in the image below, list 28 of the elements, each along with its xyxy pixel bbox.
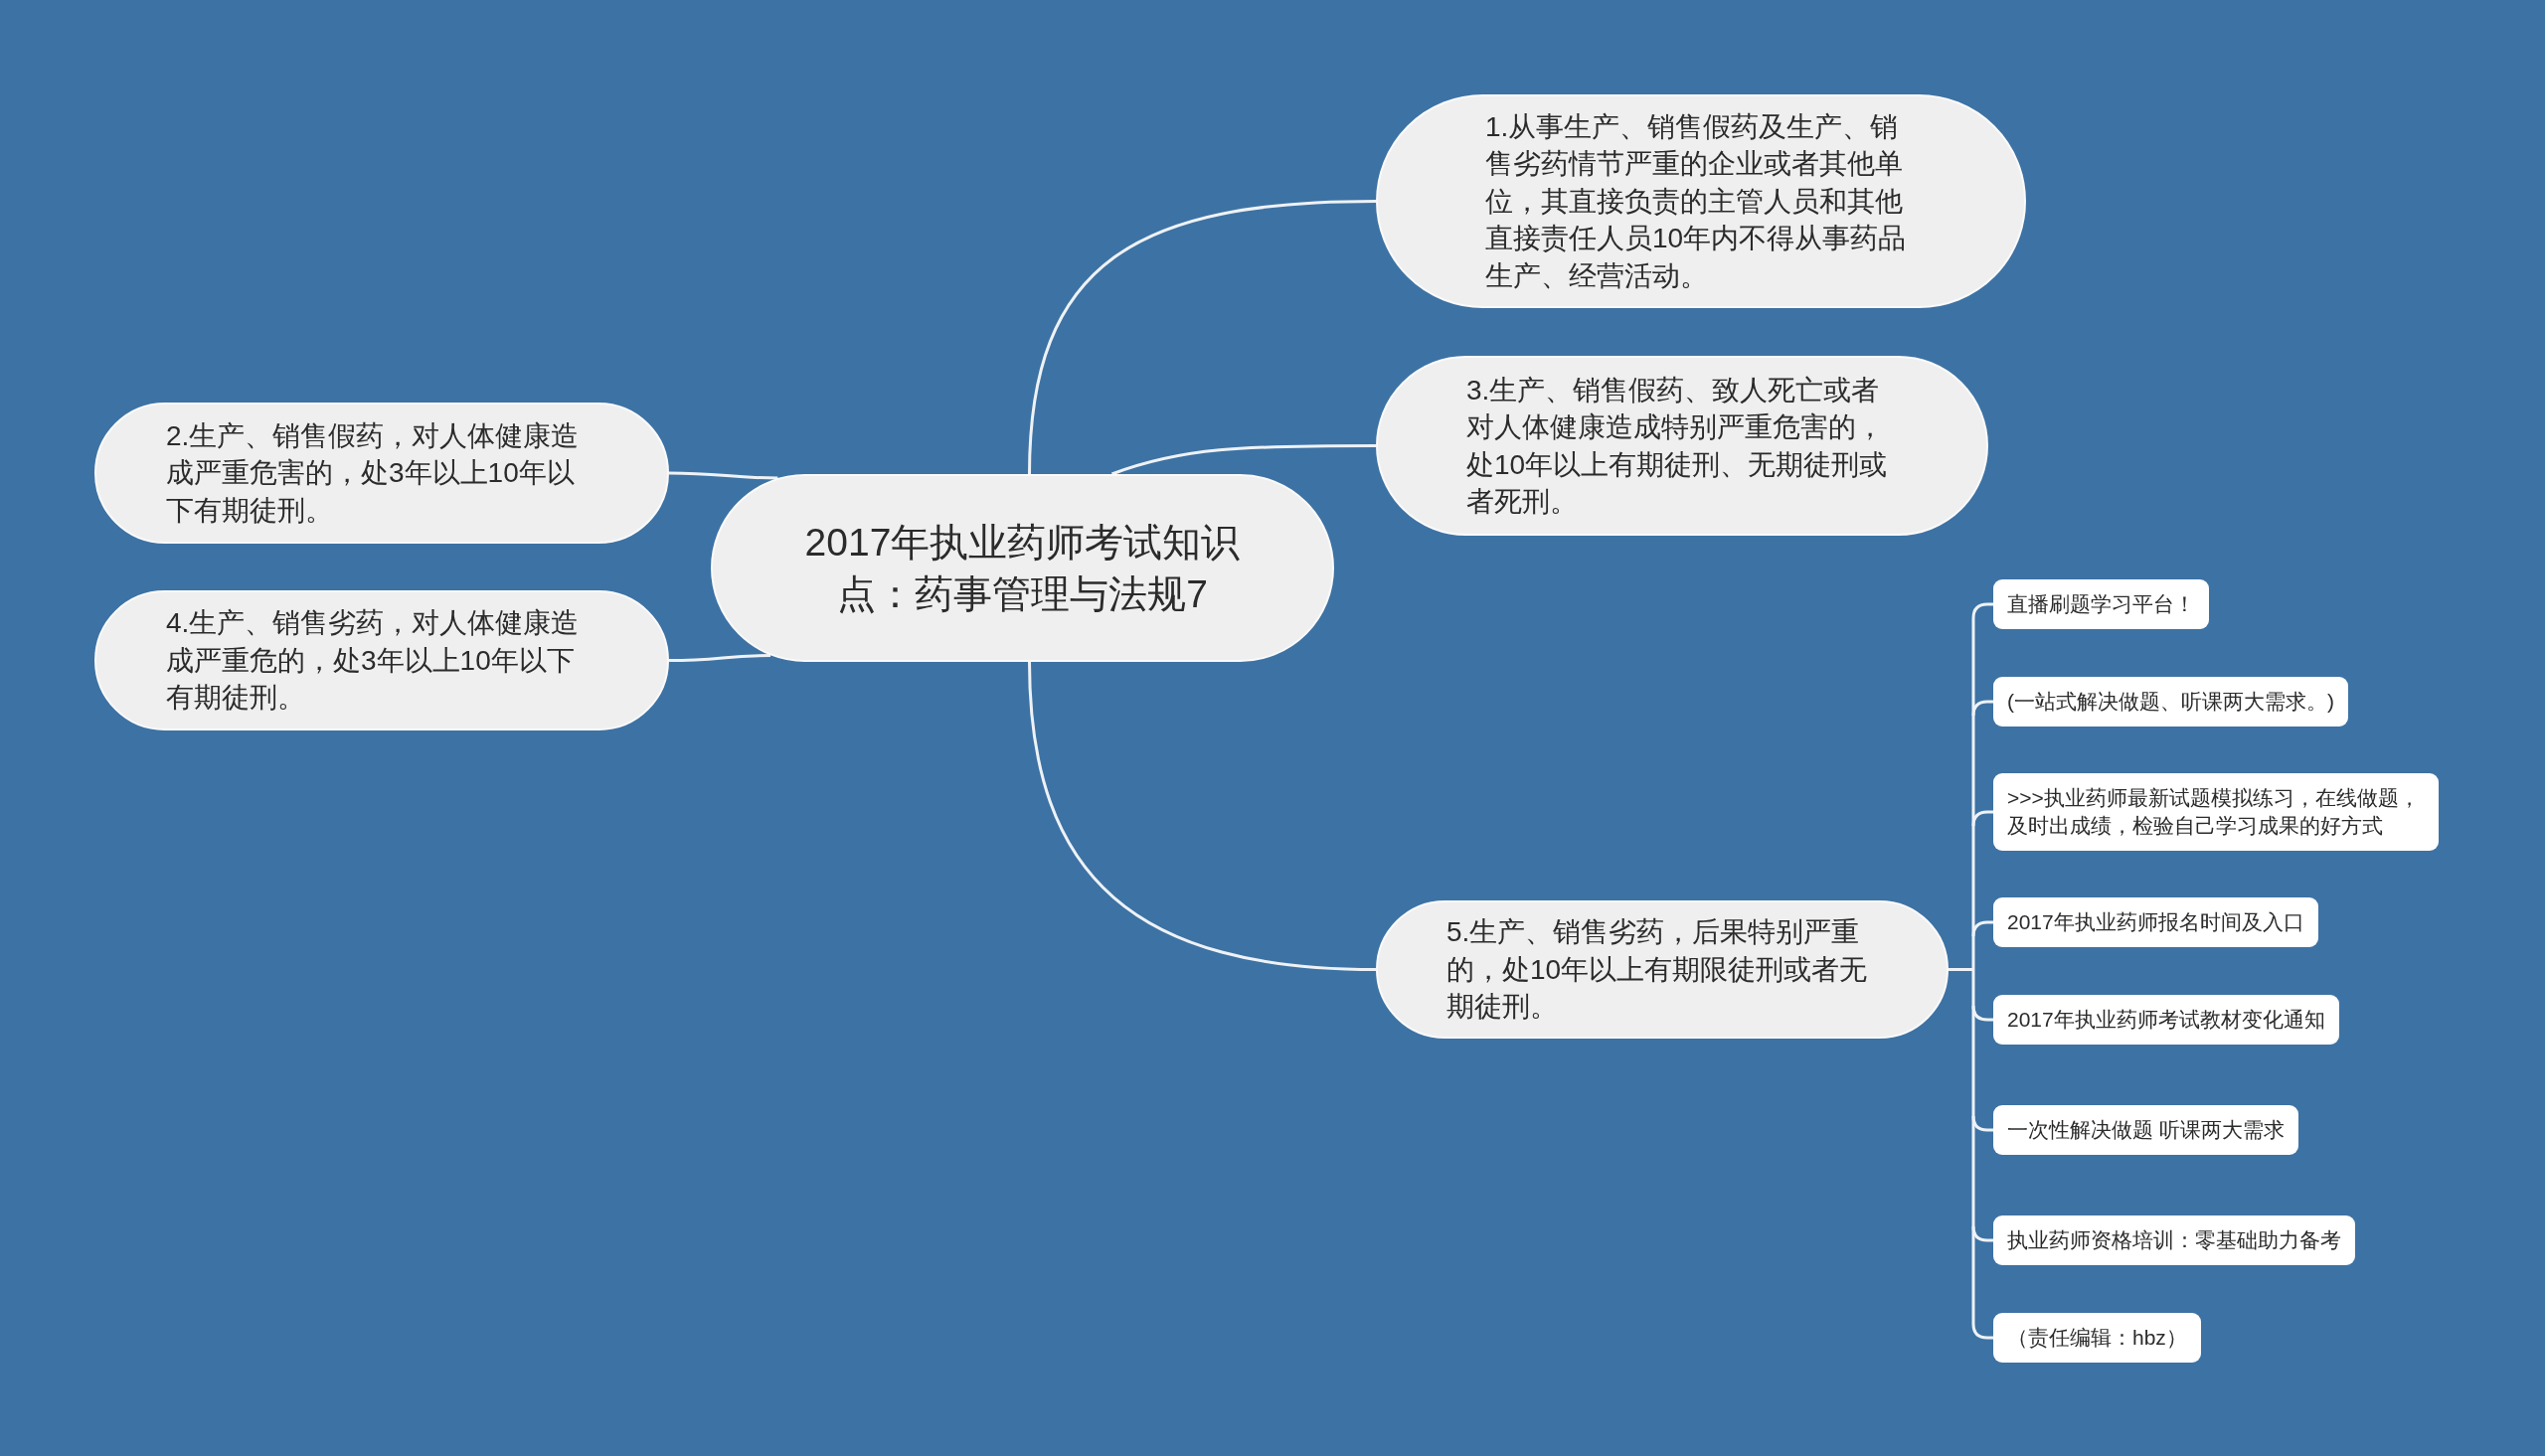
connector-line	[1971, 1323, 1993, 1340]
connector-line	[1971, 920, 1993, 937]
connector-line	[1028, 661, 1377, 971]
connector-line	[1028, 200, 1377, 475]
topic-pill: 2.生产、销售假药，对人体健康造成严重危害的，处3年以上10年以下有期徒刑。	[94, 403, 669, 544]
topic-pill: 1.从事生产、销售假药及生产、销售劣药情节严重的企业或者其他单位，其直接负责的主管人员和其他直接责任人员10年内不得从事药品生产、经营活动。	[1376, 94, 2026, 308]
connector-line	[1971, 810, 1993, 827]
note-box: 2017年执业药师考试教材变化通知	[1993, 995, 2339, 1045]
connector-line	[669, 654, 771, 662]
connector-line	[1947, 616, 1975, 1326]
note-box: (一站式解决做题、听课两大需求。)	[1993, 677, 2348, 727]
topic-pill: 5.生产、销售劣药，后果特别严重的，处10年以上有期限徒刑或者无期徒刑。	[1376, 900, 1949, 1039]
connector-line	[669, 471, 778, 480]
note-box: >>>执业药师最新试题模拟练习，在线做题，及时出成绩，检验自己学习成果的好方式	[1993, 773, 2439, 851]
topic-pill: 3.生产、销售假药、致人死亡或者对人体健康造成特别严重危害的，处10年以上有期徒刑、无期徒刑或者死刑。	[1376, 356, 1988, 536]
connector-line	[1971, 1225, 1993, 1242]
topic-pill: 4.生产、销售劣药，对人体健康造成严重危的，处3年以上10年以下有期徒刑。	[94, 590, 669, 730]
central-topic-pill: 2017年执业药师考试知识点：药事管理与法规7	[711, 474, 1334, 662]
connector-line	[1971, 602, 1993, 619]
note-box: 执业药师资格培训：零基础助力备考	[1993, 1215, 2355, 1265]
note-box: 2017年执业药师报名时间及入口	[1993, 897, 2318, 947]
connector-line	[1971, 700, 1993, 717]
note-box: （责任编辑：hbz）	[1993, 1313, 2201, 1363]
connector-line	[1971, 1005, 1993, 1022]
connector-line	[1111, 444, 1376, 476]
note-box: 一次性解决做题 听课两大需求	[1993, 1105, 2298, 1155]
note-box: 直播刷题学习平台！	[1993, 579, 2209, 629]
connector-line	[1971, 1115, 1993, 1132]
